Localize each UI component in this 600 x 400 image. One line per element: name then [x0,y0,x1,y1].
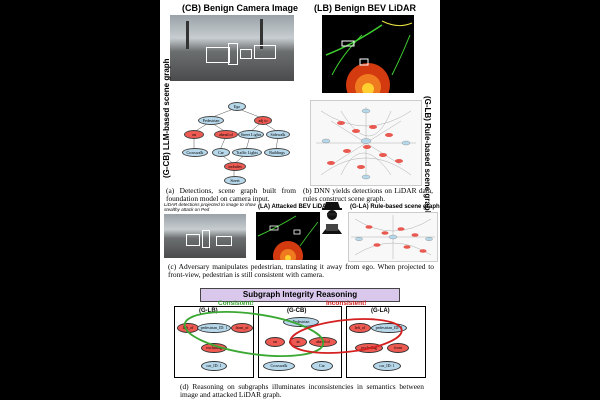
llm-scene-graph: Ego Pedestrian adj to on ahead of Street… [180,100,292,186]
sg-node: front_of [231,323,253,333]
attacked-bev-lidar [256,212,320,260]
consistent-label: Consistent! [218,300,254,307]
camera-image [170,15,294,81]
graph-node: includes [224,162,246,171]
lidar-note: LiDAR detections projected to image to s… [164,202,256,212]
hacker-icon [322,202,342,234]
traffic-pole [186,21,189,49]
gla-label: (G-LA) [371,308,390,314]
attacked-camera-image [164,214,246,258]
sg-node: on [265,337,285,347]
detection-box [206,47,230,63]
gcb-side-label: (G-CB) LLM-based scene graph [162,58,171,178]
detection-box [240,49,252,59]
graph-node: Traffic Lights [232,148,262,157]
bev-lidar-image [322,15,414,93]
consistency-overlay [183,311,403,357]
attacked-dense-graph [351,215,435,259]
lb-title: (LB) Benign BEV LiDAR [314,3,416,13]
integrity-reasoning: (G-LB) left_of pedestrian_ID: 1 front_of… [174,300,426,382]
detection-box [186,234,200,246]
caption-b: (b) DNN yields detections on LiDAR data,… [303,186,433,204]
cb-title: (CB) Benign Camera Image [182,3,299,13]
inconsistent-label: Inconsistent! [326,300,367,307]
sg-node: Pedestrian [283,317,319,327]
graph-node: Street Lights [238,130,264,139]
sg-node: front [387,343,409,353]
lidar-point-cloud [325,20,413,93]
sg-node: Crosswalk [263,361,295,371]
gcb-label: (G-CB) [287,308,307,314]
gla-subgraph: (G-LA) left_of pedestrian_ID: 2 excludin… [346,306,426,378]
sg-node: pedestrian_ID: 1 [197,323,231,333]
sg-node: car_ID: 1 [373,361,401,371]
traffic-pole [260,19,263,49]
sg-node: excluding [201,343,227,353]
graph-node: Car [212,148,230,157]
rule-scene-graph [310,100,422,186]
detection-box [216,236,232,246]
la-title: (LA) Attacked BEV LiDAR [258,204,331,210]
sg-node: left_of [349,323,371,333]
detection-box [202,230,210,248]
sg-node: pedestrian_ID: 2 [371,323,407,333]
graph-node: Street [224,176,246,185]
graph-node: on [184,130,204,139]
glb-subgraph: (G-LB) left_of pedestrian_ID: 1 front_of… [174,306,254,378]
graph-node: Sidewalk [266,130,290,139]
graph-node: Pedestrian [198,116,224,125]
caption-d: (d) Reasoning on subgraphs illuminates i… [180,382,424,400]
attacked-rule-scene-graph [348,212,438,262]
detection-box [254,45,276,59]
gla-title: (G-LA) Rule-based scene graph [350,204,440,210]
graph-node: Crosswalk [182,148,208,157]
graph-node: ahead of [214,130,238,139]
detection-box [228,43,238,65]
graph-node: adj to [254,116,272,125]
caption-a: (a) Detections, scene graph built from f… [166,186,296,204]
graph-edges [193,107,279,176]
glb-side-label: (G-LB) Rule-based scene graph [423,96,432,216]
glb-label: (G-LB) [199,308,218,314]
attacked-point-cloud [257,215,319,260]
sg-node: car_ID: 1 [201,361,227,371]
graph-node: Buildings [264,148,290,157]
sg-node: Car [311,361,333,371]
caption-c: (c) Adversary manipulates pedestrian, tr… [168,262,434,280]
integrity-title: Subgraph Integrity Reasoning [200,288,400,302]
dense-graph [316,107,416,180]
paper-figure: (CB) Benign Camera Image (LB) Benign BEV… [160,0,440,400]
graph-node: Ego [228,102,246,111]
